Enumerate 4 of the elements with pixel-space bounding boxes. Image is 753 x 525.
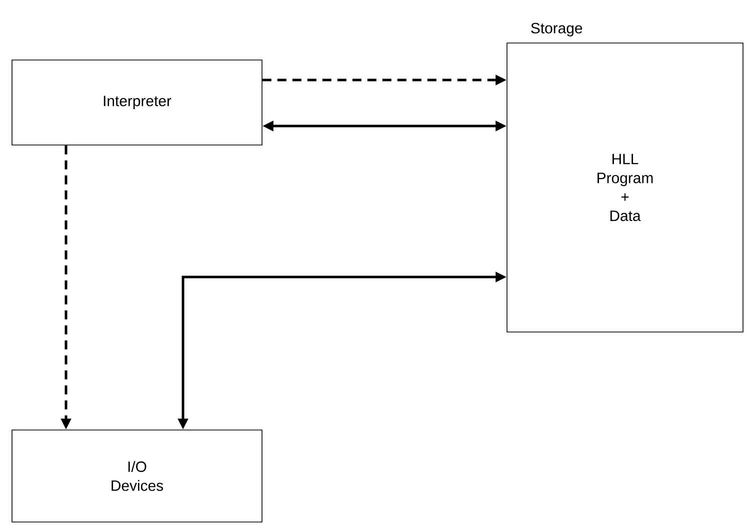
process-box: I/O Devices <box>12 430 262 522</box>
box-heading: Storage <box>531 22 582 36</box>
process-box: HLL Program + Data <box>506 42 744 332</box>
process-box: Interpreter <box>12 60 262 146</box>
